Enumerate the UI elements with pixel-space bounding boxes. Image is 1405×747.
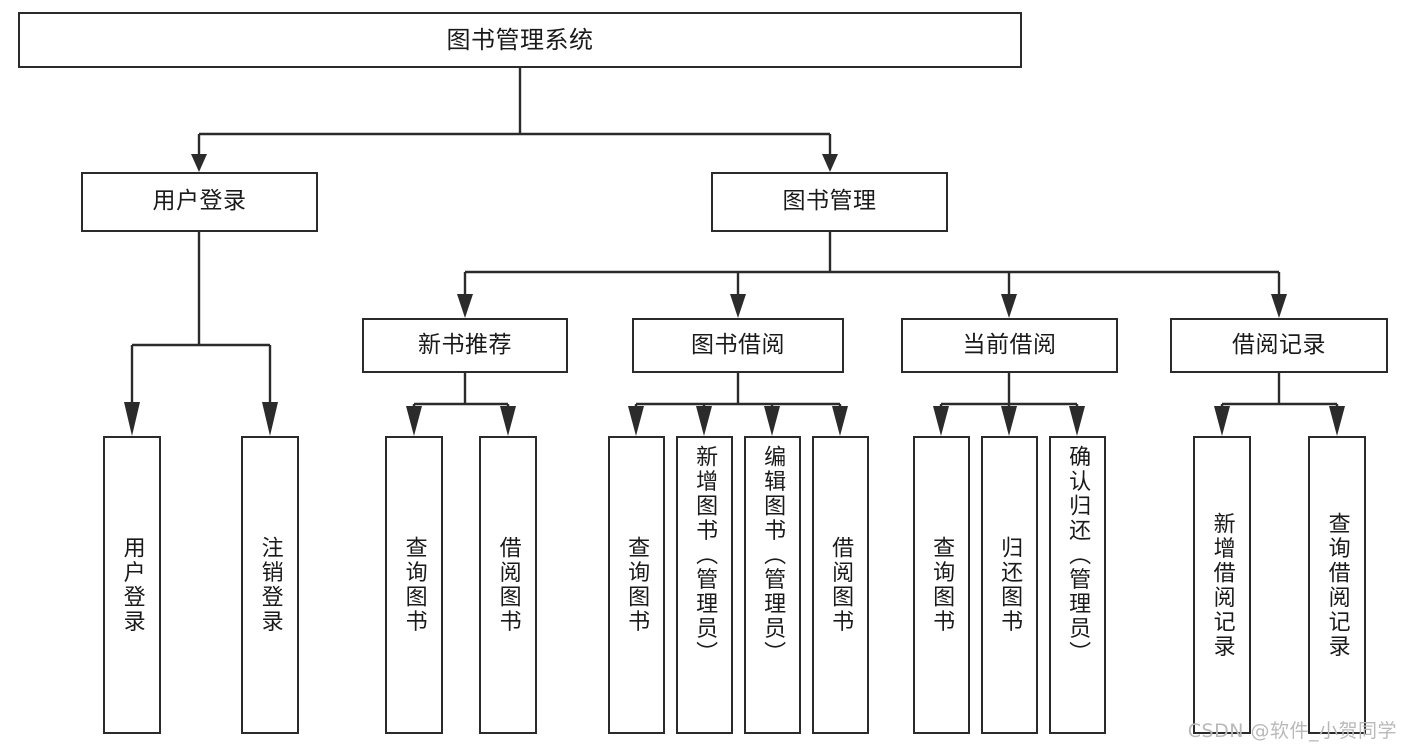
leaf-borrowrecord-add-record-label: 新增借阅记录	[1209, 511, 1235, 659]
leaf-newbook-borrow-book-label: 借阅图书	[495, 536, 521, 634]
leaf-bookborrow-borrow-book-label: 借阅图书	[828, 536, 854, 634]
node-user-login[interactable]: 用户登录	[81, 172, 318, 232]
node-new-book-recommend-label: 新书推荐	[418, 331, 512, 358]
arrowhead-borrow-record	[1271, 294, 1287, 318]
node-book-management-label: 图书管理	[782, 188, 877, 215]
arrowhead-leaf-logout-login	[262, 402, 278, 436]
arrowhead-currentborrow-leaf-3	[1069, 406, 1085, 436]
node-new-book-recommend[interactable]: 新书推荐	[362, 318, 568, 373]
leaf-currentborrow-query-book-label: 查询图书	[929, 536, 955, 634]
arrowhead-bookborrow-leaf-1	[628, 406, 644, 436]
leaf-currentborrow-query-book[interactable]: 查询图书	[913, 436, 970, 734]
node-book-management[interactable]: 图书管理	[711, 172, 948, 232]
leaf-newbook-query-book-label: 查询图书	[401, 536, 427, 634]
leaf-borrowrecord-add-record[interactable]: 新增借阅记录	[1193, 436, 1251, 734]
node-current-borrow-label: 当前借阅	[962, 331, 1057, 358]
leaf-newbook-borrow-book[interactable]: 借阅图书	[479, 436, 537, 734]
leaf-currentborrow-return-book-label: 归还图书	[997, 536, 1023, 634]
arrowhead-bookborrow-leaf-4	[832, 406, 848, 436]
arrowhead-borrowrecord-leaf-2	[1329, 406, 1345, 436]
leaf-user-login[interactable]: 用户登录	[103, 436, 161, 734]
arrowhead-currentborrow-leaf-1	[933, 406, 949, 436]
arrowhead-current-borrow	[1001, 294, 1017, 318]
csdn-watermark: CSDN @软件_小贺同学	[1187, 720, 1397, 742]
leaf-borrowrecord-query-record-label: 查询借阅记录	[1324, 511, 1350, 659]
leaf-currentborrow-confirm-return-admin[interactable]: 确认归还（管理员）	[1049, 436, 1106, 734]
node-user-login-label: 用户登录	[152, 188, 247, 215]
arrowhead-newbook-leaf-1	[406, 406, 422, 436]
node-root-system-label: 图书管理系统	[446, 25, 594, 54]
leaf-currentborrow-return-book[interactable]: 归还图书	[981, 436, 1038, 734]
arrowhead-bookborrow-leaf-3	[764, 406, 780, 436]
arrowhead-newbook-leaf-2	[500, 406, 516, 436]
node-book-borrow[interactable]: 图书借阅	[632, 318, 844, 373]
leaf-bookborrow-add-book-admin-label: 新增图书（管理员）	[692, 445, 718, 666]
leaf-newbook-query-book[interactable]: 查询图书	[385, 436, 443, 734]
leaf-bookborrow-add-book-admin[interactable]: 新增图书（管理员）	[676, 436, 733, 734]
arrowhead-new-book-rec	[457, 294, 473, 318]
leaf-logout-login-label: 注销登录	[257, 536, 283, 634]
leaf-bookborrow-edit-book-admin[interactable]: 编辑图书（管理员）	[744, 436, 801, 734]
node-root-system[interactable]: 图书管理系统	[18, 12, 1022, 68]
leaf-logout-login[interactable]: 注销登录	[241, 436, 299, 734]
node-borrow-record-label: 借阅记录	[1232, 331, 1326, 358]
arrowhead-book-borrow	[730, 294, 746, 318]
leaf-bookborrow-edit-book-admin-label: 编辑图书（管理员）	[760, 445, 786, 666]
node-book-borrow-label: 图书借阅	[691, 331, 785, 358]
arrowhead-user-login	[191, 154, 207, 172]
leaf-bookborrow-query-book[interactable]: 查询图书	[608, 436, 665, 734]
arrowhead-currentborrow-leaf-2	[1001, 406, 1017, 436]
leaf-borrowrecord-query-record[interactable]: 查询借阅记录	[1308, 436, 1366, 734]
leaf-user-login-label: 用户登录	[119, 536, 145, 634]
leaf-bookborrow-query-book-label: 查询图书	[624, 536, 650, 634]
node-current-borrow[interactable]: 当前借阅	[901, 318, 1118, 373]
leaf-bookborrow-borrow-book[interactable]: 借阅图书	[812, 436, 869, 734]
arrowhead-bookborrow-leaf-2	[696, 406, 712, 436]
arrowhead-book-mgmt	[822, 154, 838, 172]
node-borrow-record[interactable]: 借阅记录	[1170, 318, 1388, 373]
arrowhead-leaf-user-login	[124, 402, 140, 436]
leaf-currentborrow-confirm-return-admin-label: 确认归还（管理员）	[1065, 445, 1091, 666]
arrowhead-borrowrecord-leaf-1	[1214, 406, 1230, 436]
